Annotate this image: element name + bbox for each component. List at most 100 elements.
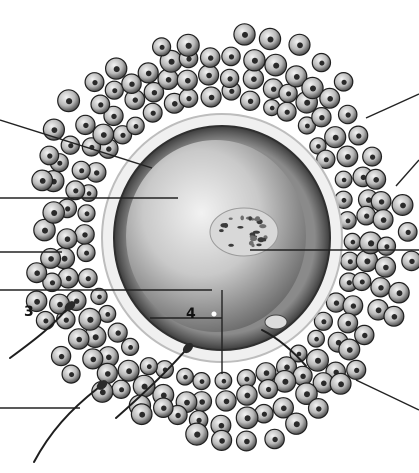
follicle-cell-nucleus [161,406,166,411]
chromatin-speck [253,231,260,234]
follicle-cell-nucleus [94,170,99,175]
follicle-cell-nucleus [378,285,383,290]
follicle-cell-nucleus [57,302,63,308]
follicle-cell-nucleus [219,423,225,429]
follicle-cell-nucleus [42,228,48,234]
follicle-cell-nucleus [222,379,227,384]
follicle-cell-nucleus [116,330,121,335]
follicle-cell-nucleus [100,389,106,395]
follicle-cell-nucleus [334,300,339,305]
follicle-cell-nucleus [106,146,111,151]
follicle-cell-nucleus [373,177,379,183]
follicle-cell-nucleus [160,45,165,50]
leader-line-bottom-right [356,380,419,410]
chromatin-speck [223,223,228,228]
follicle-cell-nucleus [376,307,382,313]
follicle-cell-nucleus [76,337,82,343]
follicle-cell-nucleus [200,379,205,384]
follicle-cell-nucleus [93,334,99,340]
follicle-cell-nucleus [87,317,93,323]
follicle-cell-nucleus [342,178,347,183]
follicle-cell-nucleus [304,100,310,106]
follicle-cell-nucleus [175,413,180,418]
nucleus [210,208,278,256]
follicle-cell-nucleus [297,42,303,48]
follicle-cell-nucleus [268,37,274,43]
follicle-cell-nucleus [324,157,329,162]
follicle-cell-nucleus [51,210,57,216]
follicle-cell-nucleus [282,379,288,385]
follicle-cell-nucleus [383,265,389,271]
follicle-cell-nucleus [199,399,205,405]
follicle-cell-nucleus [206,73,212,79]
chromatin-speck [228,244,234,247]
sperm-tail [34,388,98,462]
follicle-cell-nucleus [197,418,202,423]
chromatin-speck [250,237,256,241]
follicle-cell-nucleus [185,78,191,84]
follicle-cell-nucleus [129,82,134,87]
follicle-cell-nucleus [172,101,178,107]
chromatin-speck [251,244,254,247]
follicle-cell-nucleus [97,295,102,300]
follicle-cell-nucleus [400,203,406,209]
follicle-cell-nucleus [40,178,46,184]
follicle-cell-nucleus [346,219,351,224]
follicle-cell-nucleus [314,337,319,342]
follicle-cell-nucleus [62,256,68,262]
polar-body [265,315,287,329]
chromatin-speck [229,218,233,220]
follicle-cell-nucleus [65,236,71,242]
follicle-cell-nucleus [146,71,152,77]
follicle-cell-nucleus [319,61,324,66]
follicle-cell-nucleus [66,98,72,104]
follicle-cell-nucleus [316,144,321,149]
follicle-cell-nucleus [271,87,276,92]
follicle-cell-nucleus [92,80,97,85]
chromatin-speck [259,224,266,228]
follicle-cell-nucleus [252,58,258,64]
follicle-cell-nucleus [166,77,172,83]
follicle-cell-nucleus [392,314,398,320]
follicle-cell-nucleus [57,161,62,166]
chromatin-speck [237,226,243,229]
follicle-cell-nucleus [69,372,74,377]
follicle-cell-nucleus [333,135,339,141]
follicle-cell-nucleus [186,96,191,101]
follicle-cell-nucleus [370,155,375,160]
follicle-cell-nucleus [34,299,40,305]
follicle-cell-nucleus [397,290,403,296]
follicle-cell-nucleus [151,111,156,116]
follicle-cell-nucleus [68,143,73,148]
follicle-cell-nucleus [245,393,251,399]
chromatin-speck [254,218,261,222]
follicle-cell-nucleus [347,280,352,285]
follicle-cell-nucleus [338,381,344,387]
follicle-cell-nucleus [133,97,138,102]
follicle-cell-nucleus [319,115,324,120]
follicle-cell-nucleus [73,188,78,193]
follicle-cell-nucleus [48,256,54,262]
follicle-cell-nucleus [305,124,310,129]
follicle-cell-nucleus [43,319,48,324]
follicle-cell-nucleus [342,80,347,85]
follicle-cell-nucleus [266,387,271,392]
follicle-cell-nucleus [244,377,249,382]
follicle-cell-nucleus [186,56,191,61]
follicle-cell-nucleus [286,91,291,96]
follicle-cell-nucleus [327,96,333,102]
follicle-cell-nucleus [270,106,275,111]
follicle-cell-nucleus [264,370,270,376]
follicle-cell-nucleus [87,191,92,196]
follicle-cell-nucleus [105,371,111,377]
follicle-cell-nucleus [219,438,225,444]
follicle-cell-nucleus [281,406,287,412]
follicle-cell-nucleus [409,259,414,264]
follicle-cell-nucleus [315,358,321,364]
follicle-cell-nucleus [347,347,353,353]
follicle-cell-nucleus [169,59,175,65]
follicle-cell-nucleus [356,133,361,138]
follicle-cell-nucleus [229,54,234,59]
follicle-cell-nucleus [183,375,188,380]
